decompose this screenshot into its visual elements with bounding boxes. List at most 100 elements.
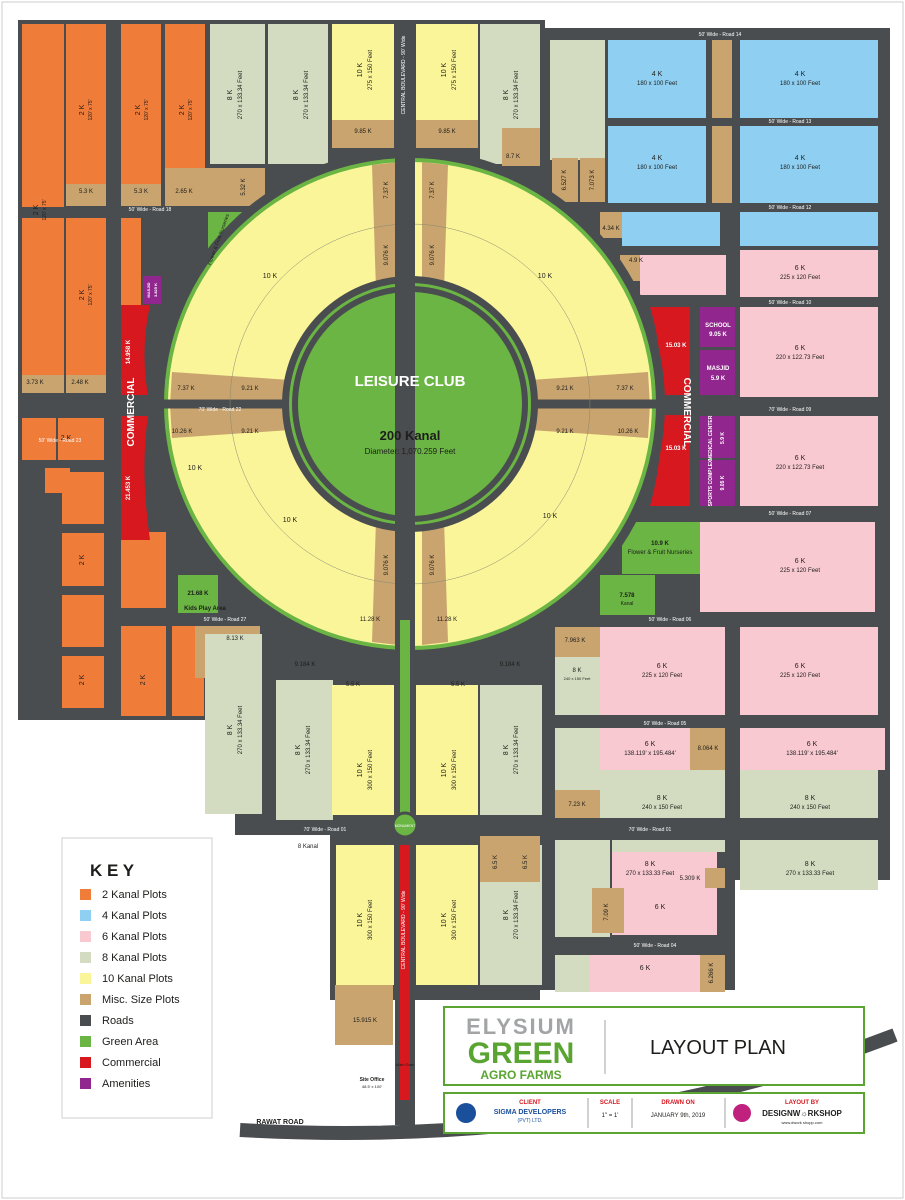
misc-55-2: 5.5 K [451, 682, 465, 688]
two-kanal-label-6: 2 K [61, 435, 72, 442]
misc-7073: 7.073 K [590, 170, 596, 191]
eight-kanal-left-dim-1: 270 x 133.34 Feet [238, 70, 244, 119]
key-label-3: 8 Kanal Plots [102, 952, 167, 964]
misc-9076-4: 9.076 K [430, 555, 436, 576]
sports-label: SPORTS COMPLEX [708, 459, 714, 506]
two-kanal-dim-1: 120' x 75' [88, 99, 94, 120]
two-kanal-label-2: 2 K [135, 104, 142, 115]
six-kanal-label-2: 6 K [795, 345, 806, 352]
scale-label: SCALE [600, 1100, 620, 1106]
misc-1026-1: 10.26 K [172, 429, 193, 435]
two-kanal-dim-5: 120' x 75' [88, 284, 94, 305]
six-kanal-dim-3: 220 x 122.73 Feet [776, 465, 825, 471]
layout-by-value: DESIGNW☼RKSHOP [762, 1109, 842, 1118]
layout-by-label: LAYOUT BY [785, 1100, 819, 1106]
key-label-5: Misc. Size Plots [102, 994, 180, 1006]
misc-1128-1: 11.28 K [360, 617, 380, 623]
two-kanal-label-4: 2 K [33, 204, 40, 215]
road-10-label: 50' Wide - Road 10 [769, 300, 812, 306]
design-workshop-logo-icon [733, 1104, 751, 1122]
two-kanal-dim-3: 120' x 75' [188, 99, 194, 120]
eight-kanal-label-2: 8 K [805, 861, 816, 868]
misc-9184-1: 9.184 K [295, 662, 316, 668]
eight-kanal-center-dim-2: 270 x 133.34 Feet [514, 725, 520, 774]
six-kanal-label-10: 6 K [640, 965, 651, 972]
eight-kanal-left-dim-3: 270 x 133.34 Feet [238, 705, 244, 754]
ring-plot-label-2: 10 K [538, 273, 553, 280]
six-kanal-label-1: 6 K [795, 265, 806, 272]
ring-plot-label-4: 10 K [283, 517, 298, 524]
two-kanal-label-7: 2 K [79, 554, 86, 565]
road-01-left-label: 70' Wide - Road 01 [304, 827, 347, 833]
client-sub: (PVT) LTD. [518, 1118, 543, 1124]
misc-265: 2.65 K [175, 189, 192, 195]
four-kanal-dim-2: 180 x 100 Feet [780, 81, 820, 87]
center-labels: LEISURE CLUB 200 Kanal Diameter: 1,070.2… [355, 373, 466, 456]
misc-55-1: 5.5 K [346, 682, 360, 688]
nursery-right-size: 10.9 K [651, 541, 669, 547]
commercial-right [650, 307, 690, 506]
eight-kanal-left-dim-4: 270 x 133.34 Feet [306, 725, 312, 774]
eight-kanal-left [205, 24, 333, 820]
four-kanal-zone [608, 40, 878, 246]
central-boulevard [391, 20, 419, 1125]
key-swatch-5 [80, 994, 91, 1005]
key-swatch-7 [80, 1036, 91, 1047]
ten-kanal-dim-3: 300 x 150 Feet [368, 750, 374, 790]
misc-737-3: 7.37 K [177, 386, 194, 392]
ring-plot-label-3: 10 K [188, 465, 203, 472]
school-size: 9.05 K [709, 332, 727, 338]
six-kanal-label-7: 6 K [645, 741, 656, 748]
six-kanal-label-8: 6 K [807, 741, 818, 748]
site-office-label: Site Office [360, 1077, 385, 1083]
leisure-club-diameter: Diameter: 1,070.259 Feet [365, 447, 456, 456]
layout-plan-title: LAYOUT PLAN [650, 1037, 786, 1059]
medical-label: MEDICAL CENTER [708, 415, 714, 460]
misc-737-4: 7.37 K [616, 386, 633, 392]
drawn-value: JANUARY 9th, 2019 [651, 1113, 706, 1119]
six-kanal-dim-1: 225 x 120 Feet [780, 275, 820, 281]
misc-532: 5.32 K [241, 178, 247, 195]
four-kanal-dim-3: 180 x 100 Feet [637, 165, 677, 171]
misc-8064: 8.064 K [698, 746, 719, 752]
leisure-club-title: LEISURE CLUB [355, 373, 466, 390]
key-swatch-0 [80, 889, 91, 900]
key-label-1: 4 Kanal Plots [102, 910, 167, 922]
drawn-label: DRAWN ON [661, 1100, 694, 1106]
kanal-block-unit: Kanal [621, 601, 634, 607]
kanal-block-value: 7.578 [619, 593, 635, 599]
road-07-label: 50' Wide - Road 07 [769, 511, 812, 517]
misc-737-1: 7.37 K [384, 181, 390, 198]
misc-9076-1: 9.076 K [384, 245, 390, 266]
masjid-right-size: 5.9 K [711, 376, 726, 382]
road-04-label: 50' Wide - Road 04 [634, 943, 677, 949]
two-kanal-label-1: 2 K [79, 104, 86, 115]
masjid-left-size: 3.825 K [153, 283, 158, 297]
road-labels: 50' Wide - Road 14 50' Wide - Road 13 50… [39, 32, 812, 969]
masjid-left-label: MASJID [146, 282, 151, 297]
misc-921-1: 9.21 K [241, 386, 258, 392]
eight-kanal-right-top [550, 40, 605, 160]
misc-985-2: 9.85 K [438, 129, 455, 135]
six-kanal-label-4: 6 K [795, 558, 806, 565]
medical-size: 5.9 K [720, 432, 726, 444]
two-kanal-dim-2: 120' x 75' [144, 99, 150, 120]
misc-248: 2.48 K [71, 380, 88, 386]
misc-985-1: 9.85 K [354, 129, 371, 135]
six-kanal-label-5: 6 K [657, 663, 668, 670]
site-office-dim: 48.5' x 100' [362, 1084, 382, 1089]
brand-line2: GREEN [468, 1037, 575, 1070]
six-kanal-dim-4: 225 x 120 Feet [780, 568, 820, 574]
misc-9076-2: 9.076 K [430, 245, 436, 266]
eight-kanal-left-label-3: 8 K [227, 724, 234, 735]
misc-6266: 6.266 K [709, 963, 715, 984]
key-label-2: 6 Kanal Plots [102, 931, 167, 943]
ring-plot-label-5: 10 K [543, 513, 558, 520]
sigma-logo-icon [456, 1103, 476, 1123]
four-kanal-label-4: 4 K [795, 155, 806, 162]
boulevard-label-bottom: CENTRAL BOULEVARD - 90' Wide [401, 890, 407, 969]
commercial-right-lower-size: 15.03 K [665, 446, 687, 452]
misc-921-3: 9.21 K [241, 429, 258, 435]
eight-kanal-dim-1: 270 x 133.33 Feet [626, 871, 675, 877]
